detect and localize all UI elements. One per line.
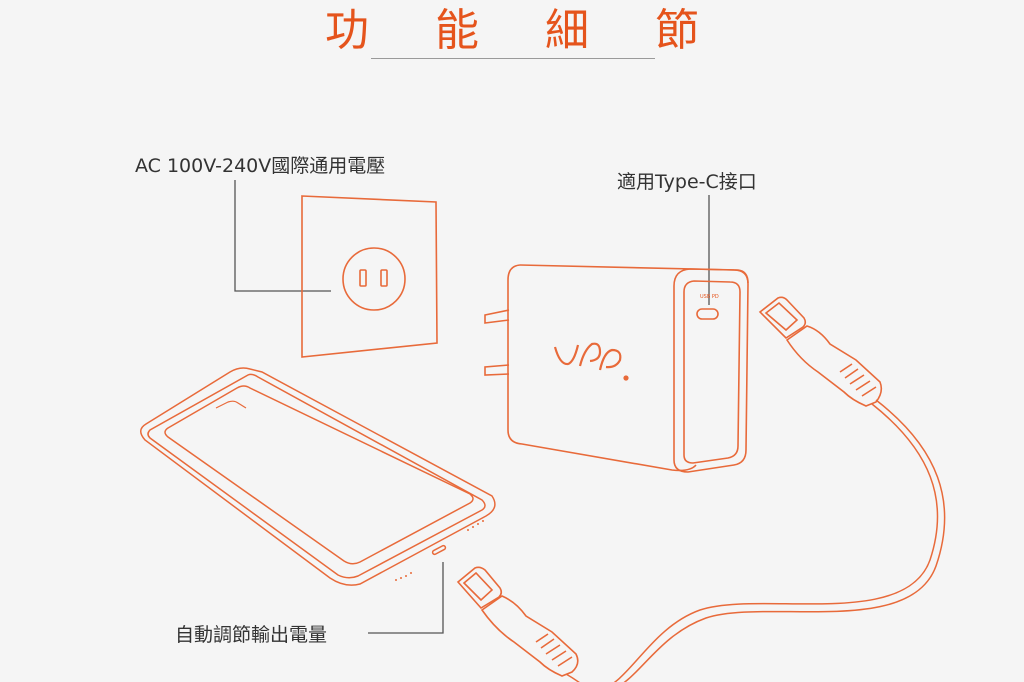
smartphone bbox=[140, 367, 496, 586]
auto-output-leader-line bbox=[368, 562, 444, 634]
charger-prong-top bbox=[484, 309, 510, 324]
phone-speaker-holes bbox=[395, 520, 484, 581]
charger bbox=[484, 264, 749, 473]
charger-usb-c-port bbox=[696, 308, 719, 320]
cable-top-connector bbox=[785, 325, 883, 407]
cable-wire bbox=[613, 403, 939, 682]
wall-outlet bbox=[301, 195, 438, 358]
charger-prong-bottom bbox=[484, 364, 510, 376]
auto-output-label: 自動調節輸出電量 bbox=[175, 624, 328, 646]
voltage-label: AC 100V-240V國際通用電壓 bbox=[135, 155, 386, 177]
phone-charging-port bbox=[431, 544, 447, 556]
voltage-leader-line bbox=[234, 180, 331, 292]
cable-top-connector-tip bbox=[758, 296, 807, 340]
cable-bottom-connector-tip bbox=[456, 566, 503, 610]
typec-label: 適用Type-C接口 bbox=[617, 171, 757, 193]
section-title: 功 能 細 節 bbox=[325, 5, 725, 56]
charger-logo bbox=[553, 342, 622, 371]
usb-pd-port-label: USB PD bbox=[700, 294, 719, 300]
usb-c-cable bbox=[456, 296, 946, 682]
title-underline bbox=[371, 58, 655, 59]
cable-bottom-connector bbox=[480, 595, 579, 677]
